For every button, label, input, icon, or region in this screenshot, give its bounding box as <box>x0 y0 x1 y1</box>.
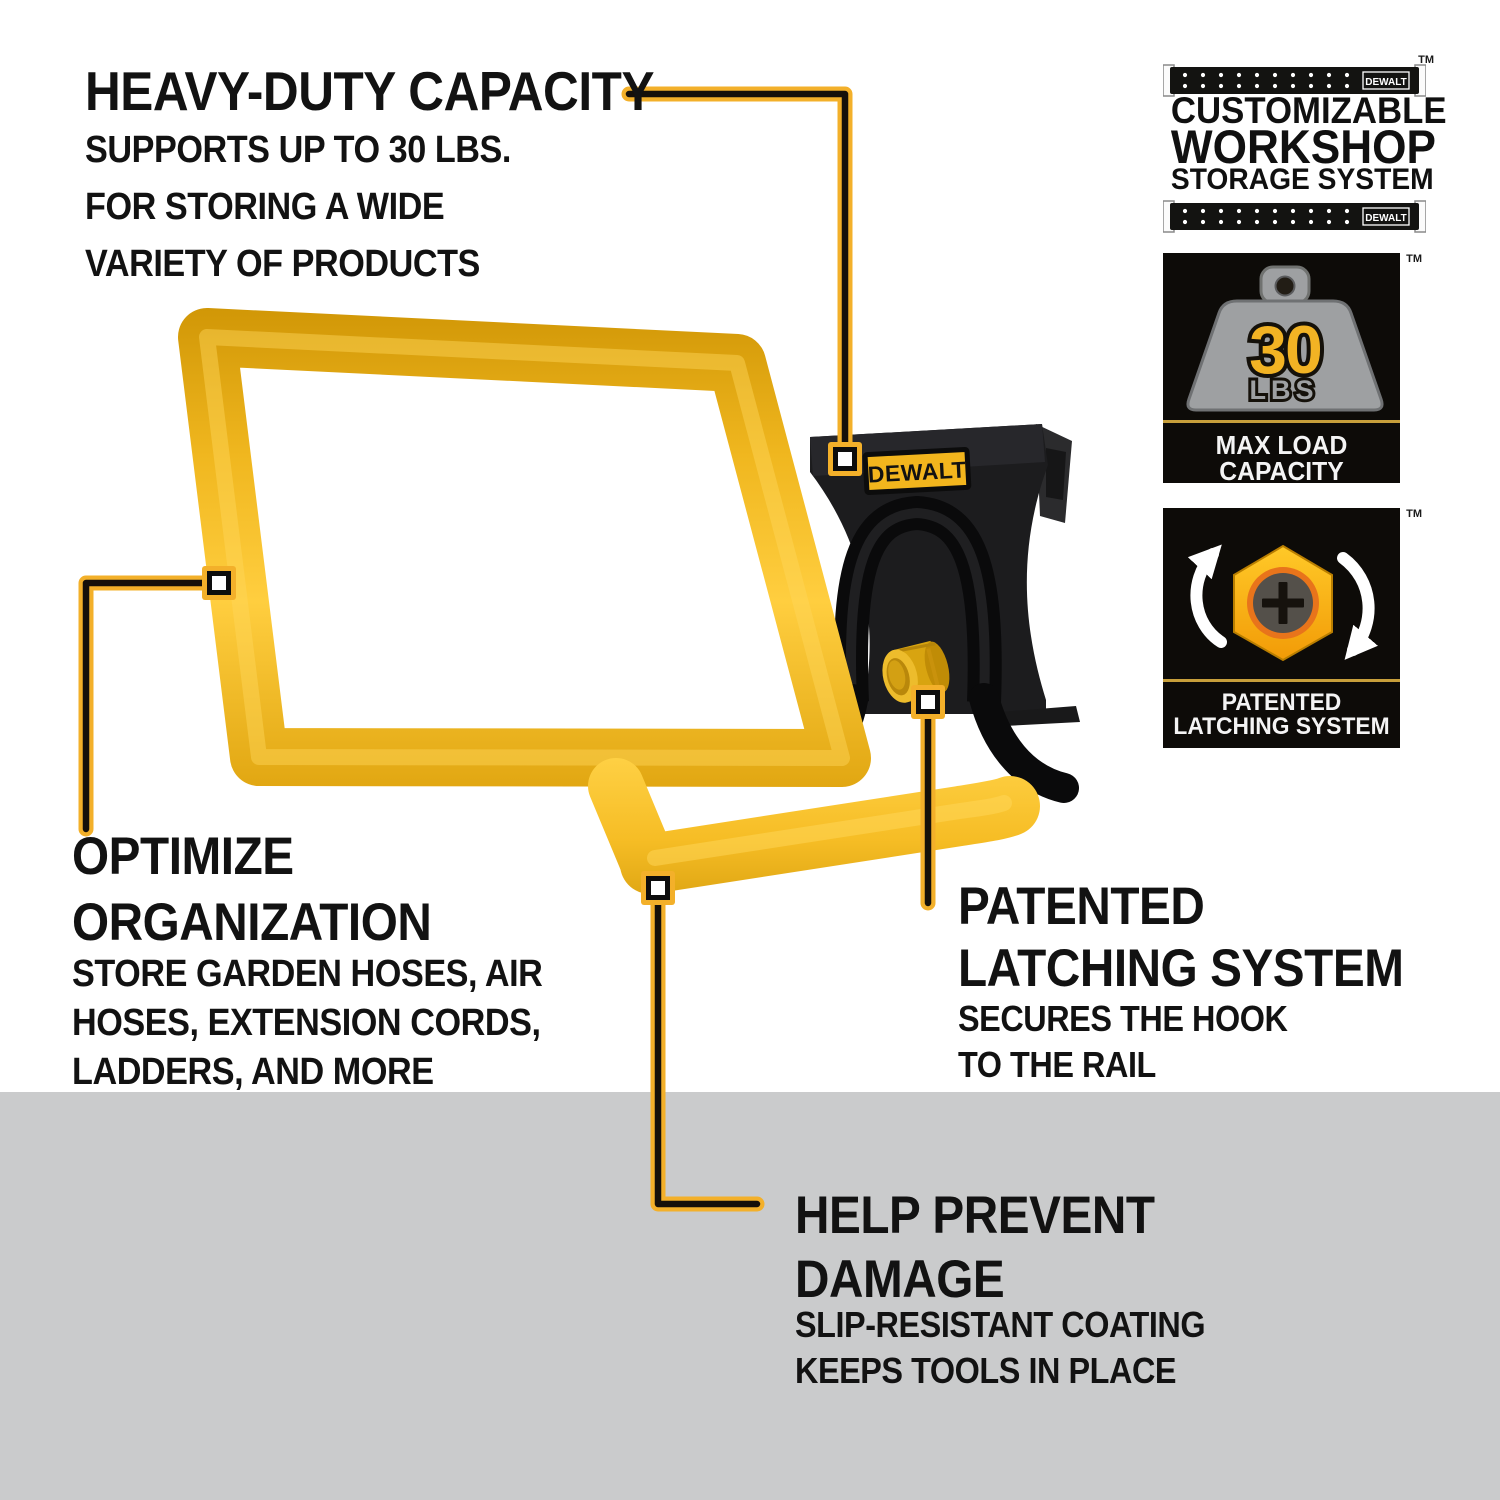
rail-brand-box <box>1362 71 1410 90</box>
damage-title-line-1: HELP PREVENT <box>795 1186 1155 1245</box>
marker-center <box>212 576 226 590</box>
max-load-tm: TM <box>1406 253 1422 265</box>
loop-tube-highlight <box>199 329 850 766</box>
max-load-label-1: MAX LOAD <box>1215 430 1348 460</box>
optimize-title-line-2: ORGANIZATION <box>72 893 432 952</box>
heavy-duty-title: HEAVY-DUTY CAPACITY <box>85 60 655 122</box>
rail-brand-text: DEWALT <box>1365 77 1406 88</box>
damage-line-2: KEEPS TOOLS IN PLACE <box>795 1350 1177 1391</box>
optimize-subtext: STORE GARDEN HOSES, AIR HOSES, EXTENSION… <box>72 950 543 1097</box>
brand-logo: DEWALT <box>867 456 967 487</box>
marker-heavy-duty <box>828 442 862 476</box>
rail-brand-box <box>1362 207 1410 226</box>
knob-ridge <box>926 648 940 688</box>
callout-line-heavy-duty-core <box>625 90 849 451</box>
storage-hook-loop <box>178 308 871 787</box>
callout-line-optimize-core <box>82 579 223 833</box>
rail-icon: DEWALT <box>1163 200 1426 233</box>
marker-center <box>651 881 665 895</box>
callout-lines <box>78 86 936 1212</box>
badge-divider <box>1163 679 1400 682</box>
workshop-line-1: CUSTOMIZABLE <box>1170 90 1447 131</box>
callout-line-damage <box>650 882 765 1212</box>
optimize-line-2: HOSES, EXTENSION CORDS, <box>72 1002 541 1044</box>
bracket-arch-highlight <box>845 507 990 703</box>
latching-title-line-2: LATCHING SYSTEM <box>958 939 1404 998</box>
heavy-duty-line-2: FOR STORING A WIDE <box>85 186 445 228</box>
marker-center <box>838 452 852 466</box>
callout-line-damage-core <box>654 886 761 1208</box>
heavy-duty-line-3: VARIETY OF PRODUCTS <box>85 243 480 285</box>
latching-badge: PATENTED LATCHING SYSTEM TM <box>1163 508 1422 748</box>
marker-center <box>921 695 935 709</box>
marker-latch <box>911 685 945 719</box>
rail-bar <box>1170 203 1419 230</box>
workshop-line-2: WORKSHOP <box>1170 120 1436 173</box>
rail-lip-shadow <box>1046 448 1066 500</box>
latching-line-2: TO THE RAIL <box>958 1044 1156 1085</box>
front-tube-highlight <box>647 795 1012 866</box>
marker-optimize <box>202 566 236 600</box>
brand-plate-bg <box>862 446 972 496</box>
weight-icon: 30 LBS <box>1186 265 1384 412</box>
damage-title-line-2: DAMAGE <box>795 1250 1005 1309</box>
latch-knob <box>882 640 950 703</box>
optimize-title-line-1: OPTIMIZE <box>72 827 294 886</box>
optimize-title: OPTIMIZE ORGANIZATION <box>72 824 432 956</box>
optimize-line-1: STORE GARDEN HOSES, AIR <box>72 953 543 995</box>
damage-line-1: SLIP-RESISTANT COATING <box>795 1304 1206 1345</box>
max-load-badge: 30 LBS MAX LOAD CAPACITY TM <box>1163 253 1422 486</box>
hook-arm-right-leg <box>969 683 1079 803</box>
rail-icon: DEWALT <box>1163 64 1426 97</box>
weight-knob-hole <box>1274 275 1296 297</box>
latch-icon <box>1187 544 1378 662</box>
callout-markers <box>202 442 945 905</box>
latching-subtext: SECURES THE HOOK TO THE RAIL <box>958 996 1288 1088</box>
weight-body <box>1186 299 1384 412</box>
front-tube <box>620 776 1040 894</box>
rotate-arrow-left <box>1187 544 1227 648</box>
weight-value: 30 <box>1249 312 1321 388</box>
rail-bar <box>1170 67 1419 94</box>
damage-subtext: SLIP-RESISTANT COATING KEEPS TOOLS IN PL… <box>795 1302 1206 1394</box>
workshop-system-block: TM DEWALT CUSTOMIZABLE WORKSHOP STORAGE … <box>1163 54 1447 238</box>
nut-plus-v <box>1278 582 1288 624</box>
knob-ridge <box>899 642 936 652</box>
callout-line-optimize <box>78 575 227 837</box>
brand-plate: DEWALT <box>862 446 972 496</box>
rail-brand-text: DEWALT <box>1365 213 1406 224</box>
damage-title: HELP PREVENT DAMAGE <box>795 1184 1155 1312</box>
latching-title: PATENTED LATCHING SYSTEM <box>958 876 1404 1000</box>
latching-badge-tm: TM <box>1406 508 1422 520</box>
bottom-gray-band <box>0 1092 1500 1500</box>
marker-damage <box>641 871 675 905</box>
max-load-label-2: CAPACITY <box>1219 456 1344 486</box>
loop-tube <box>178 308 871 787</box>
optimize-line-3: LADDERS, AND MORE <box>72 1051 434 1093</box>
weight-unit: LBS <box>1250 375 1319 405</box>
badge-divider <box>1163 420 1400 423</box>
rail-dots <box>1182 72 1350 89</box>
bracket-foot <box>1000 706 1080 726</box>
latching-badge-label-1: PATENTED <box>1221 689 1342 716</box>
heavy-duty-line-1: SUPPORTS UP TO 30 LBS. <box>85 129 511 171</box>
latching-title-line-1: PATENTED <box>958 877 1205 936</box>
latching-badge-label-2: LATCHING SYSTEM <box>1173 713 1390 740</box>
workshop-line-3: STORAGE SYSTEM <box>1170 163 1434 196</box>
heavy-duty-subtext: SUPPORTS UP TO 30 LBS. FOR STORING A WID… <box>85 122 511 293</box>
knob-hole-inner <box>888 660 906 690</box>
latching-line-1: SECURES THE HOOK <box>958 998 1288 1039</box>
rotate-arrow-right <box>1337 552 1378 660</box>
workshop-tm: TM <box>1418 54 1434 66</box>
rail-dots <box>1182 208 1350 225</box>
